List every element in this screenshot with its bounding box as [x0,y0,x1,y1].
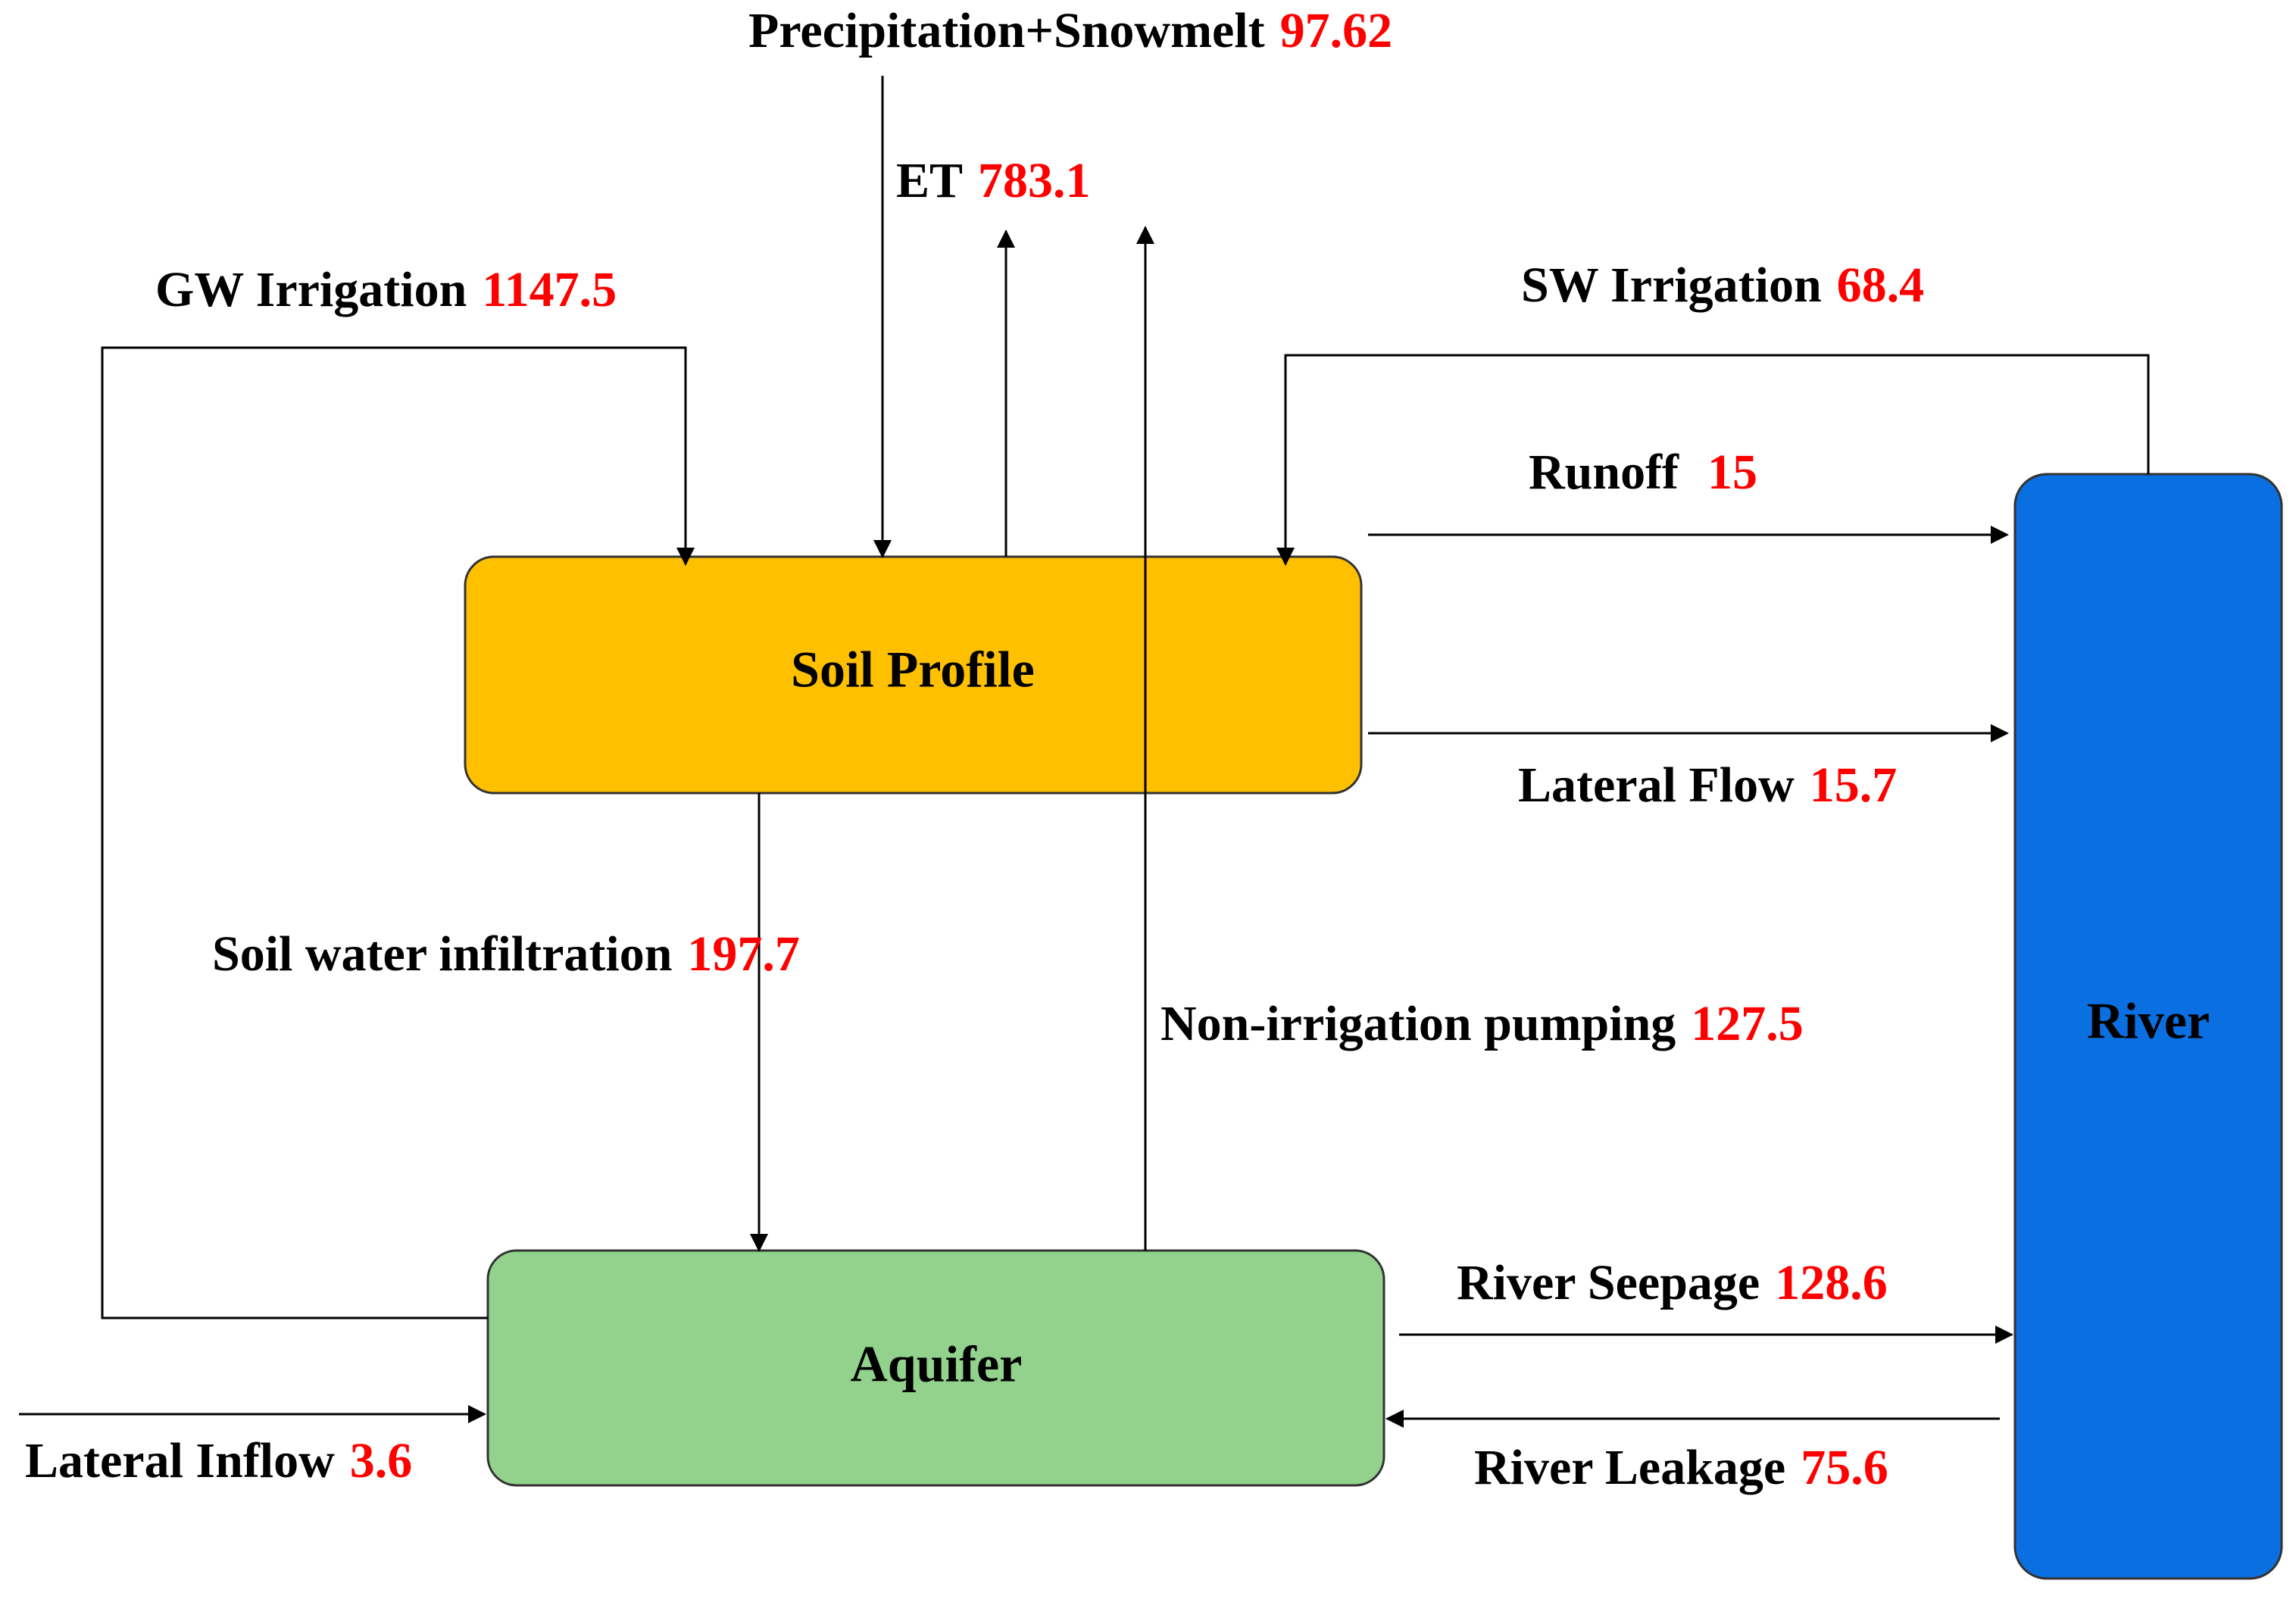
gw-irrigation-arrow [101,346,695,1319]
runoff-label: Runoff 15 [1529,445,1757,500]
soil-profile-label: Soil Profile [791,641,1035,698]
lateral-flow-label: Lateral Flow 15.7 [1518,757,1897,813]
et-label: ET 783.1 [896,153,1091,208]
sw-irrigation-label: SW Irrigation 68.4 [1521,258,1924,313]
sw-irrigation-arrow [1276,354,2150,566]
non-irrigation-pumping-label: Non-irrigation pumping 127.5 [1160,996,1804,1051]
river-seepage-label: River Seepage 128.6 [1457,1255,1888,1310]
aquifer-box [486,1249,1385,1487]
precipitation-label: Precipitation+Snowmelt 97.62 [748,3,1392,58]
lateral-inflow-label: Lateral Inflow 3.6 [25,1433,412,1488]
river-leakage-label: River Leakage 75.6 [1474,1440,1888,1495]
river-label: River [2087,992,2210,1050]
gw-irrigation-label: GW Irrigation 1147.5 [155,262,617,317]
soil-infiltration-label: Soil water infiltration 197.7 [212,926,800,982]
soil-profile-box [464,555,1363,795]
aquifer-label: Aquifer [851,1335,1023,1393]
